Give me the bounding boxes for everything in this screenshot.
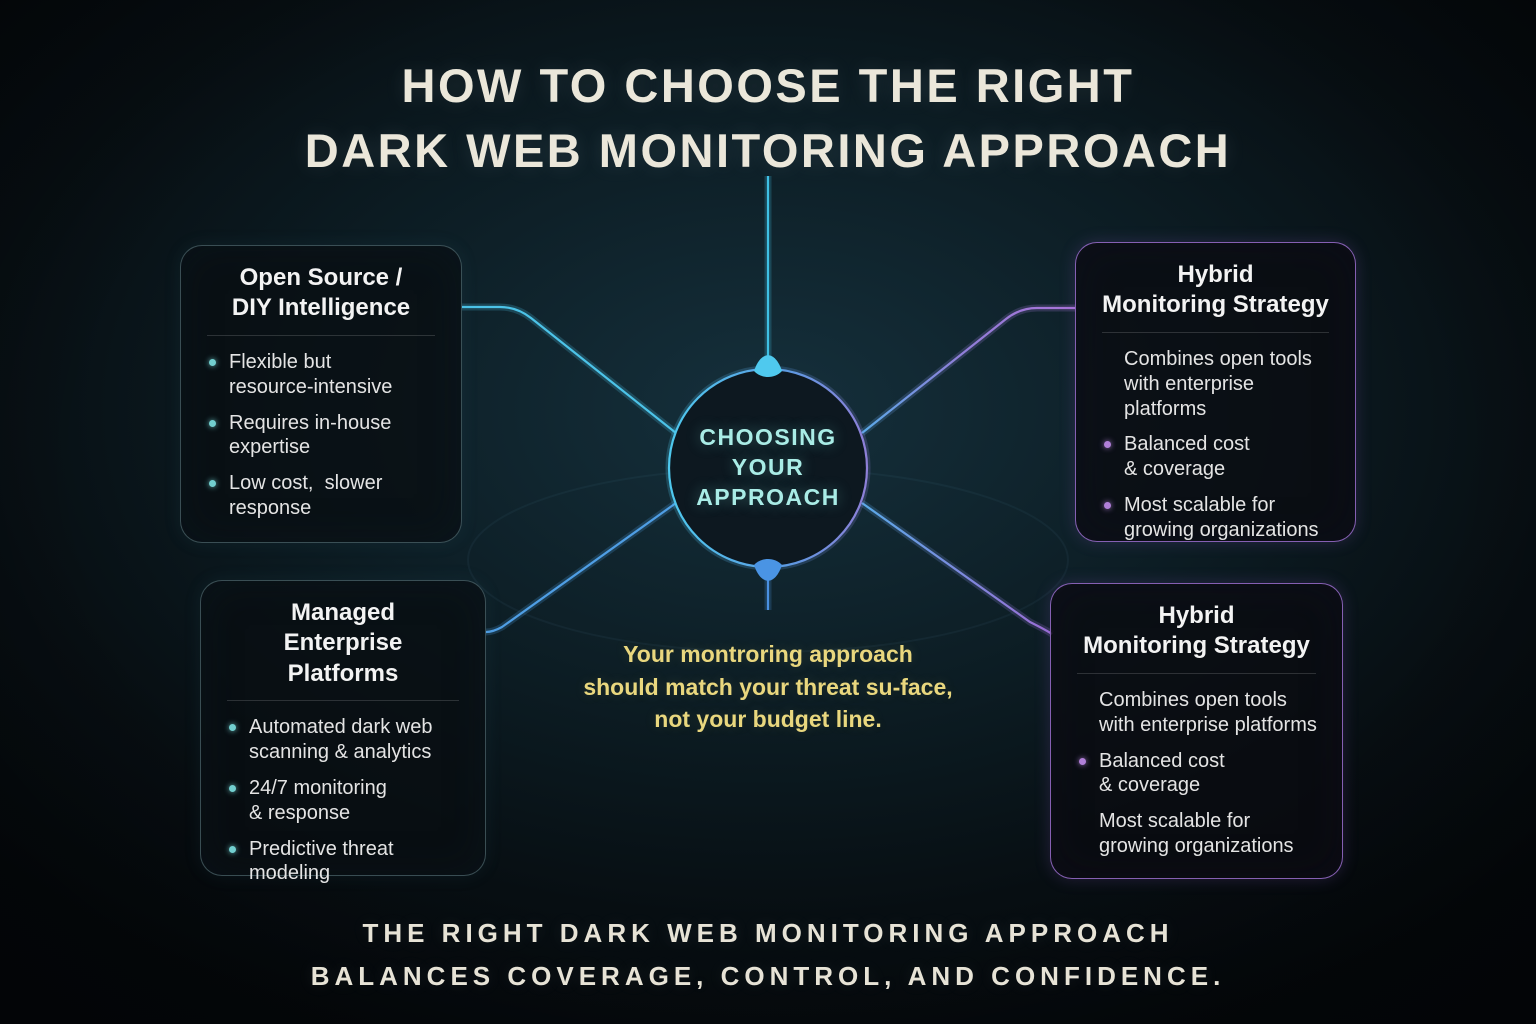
connector-left-top: [462, 305, 677, 434]
bullet-icon: [1104, 501, 1111, 509]
bullet-icon: [1104, 441, 1111, 449]
list-item-text: Combines open tools with enterprise plat…: [1099, 688, 1317, 736]
list-item: Most scalable for growing organizations: [1075, 809, 1318, 859]
list-item: Balanced cost & coverage: [1075, 749, 1318, 799]
connector-right-top-glow: [859, 304, 1075, 436]
junction-node-bottom-icon: [754, 559, 782, 581]
list-item: 24/7 monitoring & response: [225, 776, 461, 826]
list-item: Combines open tools with enterprise plat…: [1075, 688, 1318, 738]
connector-left-top-glow: [462, 303, 679, 436]
bullet-icon: [229, 724, 236, 732]
list-item: Low cost, slower response: [205, 471, 437, 521]
bullet-icon: [209, 419, 216, 427]
center-circle-label: CHOOSING YOUR APPROACH: [696, 424, 840, 510]
list-item-text: Balanced cost & coverage: [1099, 749, 1225, 797]
list-item: Flexible but resource-intensive: [205, 350, 437, 400]
list-item-text: Automated dark web scanning & analytics: [249, 716, 433, 764]
card-title: Managed Enterprise Platforms: [283, 599, 403, 687]
footer-text: THE RIGHT DARK WEB MONITORING APPROACH B…: [310, 918, 1226, 991]
card-hybrid-bottom: Hybrid Monitoring Strategy Combines open…: [1050, 583, 1343, 879]
list-item-text: Most scalable for growing organizations: [1099, 810, 1294, 857]
card-divider: [207, 334, 435, 336]
card-title: Hybrid Monitoring Strategy: [1102, 261, 1329, 319]
list-item: Requires in-house expertise: [205, 411, 437, 461]
list-item-text: Low cost, slower response: [229, 472, 383, 519]
list-item: Most scalable for growing organizations: [1100, 493, 1331, 543]
card-divider: [1077, 672, 1316, 674]
card-managed-enterprise: Managed Enterprise Platforms Automated d…: [200, 580, 486, 884]
connector-right-top: [861, 306, 1075, 434]
bullet-icon: [1079, 757, 1086, 765]
list-item: Automated dark web scanning & analytics: [225, 715, 461, 765]
list-item: Predictive threat modeling: [225, 837, 461, 887]
list-item: Balanced cost & coverage: [1100, 432, 1331, 482]
list-item-text: Predictive threat modeling: [249, 837, 394, 885]
card-title: Hybrid Monitoring Strategy: [1083, 602, 1310, 660]
list-item-text: Balanced cost & coverage: [1124, 433, 1250, 481]
card-divider: [1102, 331, 1329, 333]
bullet-icon: [229, 845, 236, 853]
bullet-icon: [209, 358, 216, 366]
card-divider: [227, 700, 459, 702]
list-item-text: Combines open tools with enterprise plat…: [1124, 347, 1312, 420]
bullet-icon: [229, 785, 236, 792]
list-item: Combines open tools with enterprise plat…: [1100, 347, 1331, 421]
list-item-text: Flexible but resource-intensive: [229, 350, 393, 398]
list-item-text: Most scalable for growing organizations: [1124, 493, 1319, 541]
bullet-icon: [209, 480, 216, 488]
card-hybrid-top: Hybrid Monitoring Strategy Combines open…: [1075, 242, 1356, 542]
connector-left-bottom: [485, 502, 677, 634]
list-item-text: 24/7 monitoring & response: [249, 777, 387, 824]
quote-text: Your montroring approach should match yo…: [583, 641, 953, 733]
junction-node-top-icon: [754, 355, 782, 377]
page-title: HOW TO CHOOSE THE RIGHT DARK WEB MONITOR…: [304, 59, 1232, 177]
card-open-source-diy: Open Source / DIY Intelligence Flexible …: [180, 245, 462, 543]
card-title: Open Source / DIY Intelligence: [231, 264, 411, 322]
list-item-text: Requires in-house expertise: [229, 411, 392, 459]
